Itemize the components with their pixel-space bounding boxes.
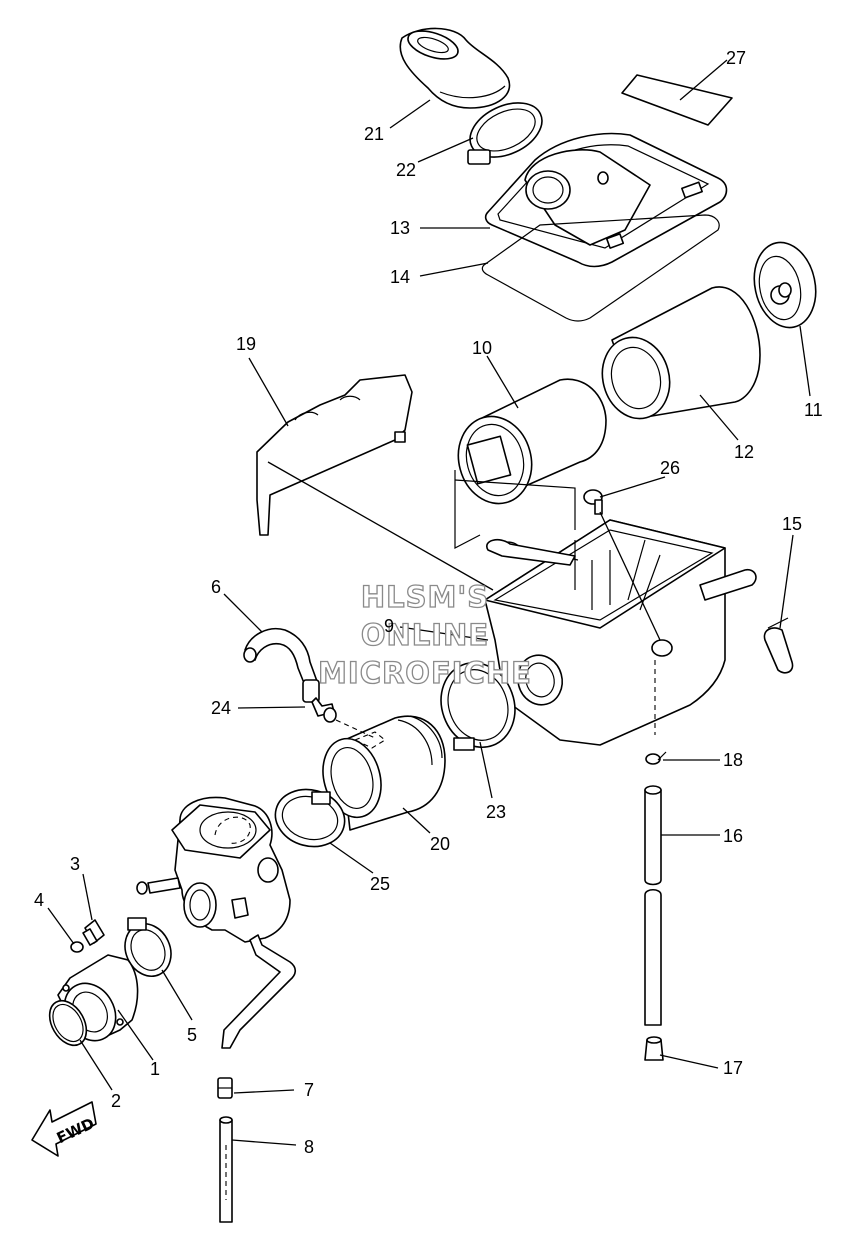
- part-18-clip: [645, 751, 667, 765]
- callout-19: 19: [236, 334, 256, 354]
- carburetor: [136, 796, 297, 1049]
- callout-6: 6: [211, 577, 221, 597]
- callout-17: 17: [723, 1058, 743, 1078]
- part-13-cover: [484, 132, 728, 268]
- callout-labels: 1 2 3 4 5 6 7 8 9 10 11 12 13 14 15 16 1…: [34, 48, 823, 1157]
- callout-13: 13: [390, 218, 410, 238]
- part-22-clamp: [467, 102, 543, 165]
- callout-10: 10: [472, 338, 492, 358]
- callout-26: 26: [660, 458, 680, 478]
- callout-11: 11: [804, 400, 823, 420]
- watermark: HLSM'S ONLINE MICROFICHE: [317, 579, 532, 690]
- part-17-plug: [644, 1036, 664, 1061]
- callout-3: 3: [70, 854, 80, 874]
- part-25-clamp: [274, 788, 346, 848]
- part-19-shield: [256, 374, 413, 536]
- callout-1: 1: [150, 1059, 160, 1079]
- callout-18: 18: [723, 750, 743, 770]
- part-5-clamp: [124, 917, 172, 977]
- part-16-drain-hose: [644, 785, 662, 1026]
- leader-lines: [47, 59, 811, 1146]
- callout-23: 23: [486, 802, 506, 822]
- part-20-joint: [322, 715, 446, 831]
- callout-15: 15: [782, 514, 802, 534]
- watermark-line-1: HLSM'S: [361, 580, 489, 614]
- part-23-clamp: [440, 661, 516, 751]
- callout-14: 14: [390, 267, 410, 287]
- callout-4: 4: [34, 890, 44, 910]
- part-2-o-ring: [48, 999, 88, 1047]
- part-21-intake-duct: [399, 27, 511, 109]
- callout-9: 9: [384, 616, 394, 636]
- callout-12: 12: [734, 442, 754, 462]
- part-11-cap: [753, 241, 817, 329]
- watermark-line-2: ONLINE: [361, 618, 489, 652]
- watermark-line-3: MICROFICHE: [318, 656, 532, 690]
- callout-25: 25: [370, 874, 390, 894]
- part-4-washer: [70, 941, 84, 953]
- callout-27: 27: [726, 48, 746, 68]
- callout-22: 22: [396, 160, 416, 180]
- part-7-fitting: [217, 1077, 233, 1099]
- part-12-outer-filter: [601, 286, 761, 420]
- part-10-filter-element: [454, 378, 607, 549]
- callout-2: 2: [111, 1091, 121, 1111]
- part-8-tube: [219, 1116, 233, 1223]
- part-14-seal: [481, 214, 720, 322]
- callout-5: 5: [187, 1025, 197, 1045]
- part-3-bolt: [82, 919, 105, 946]
- fwd-arrow-icon: FWD: [31, 1101, 97, 1157]
- callout-21: 21: [364, 124, 384, 144]
- callout-8: 8: [304, 1137, 314, 1157]
- callout-24: 24: [211, 698, 231, 718]
- part-15-clip: [763, 617, 794, 674]
- callout-16: 16: [723, 826, 743, 846]
- part-27-label: [621, 74, 733, 126]
- callout-20: 20: [430, 834, 450, 854]
- part-6-hose: [243, 628, 319, 689]
- part-24-fitting: [302, 679, 376, 739]
- callout-7: 7: [304, 1080, 314, 1100]
- airbox-case: [484, 519, 757, 746]
